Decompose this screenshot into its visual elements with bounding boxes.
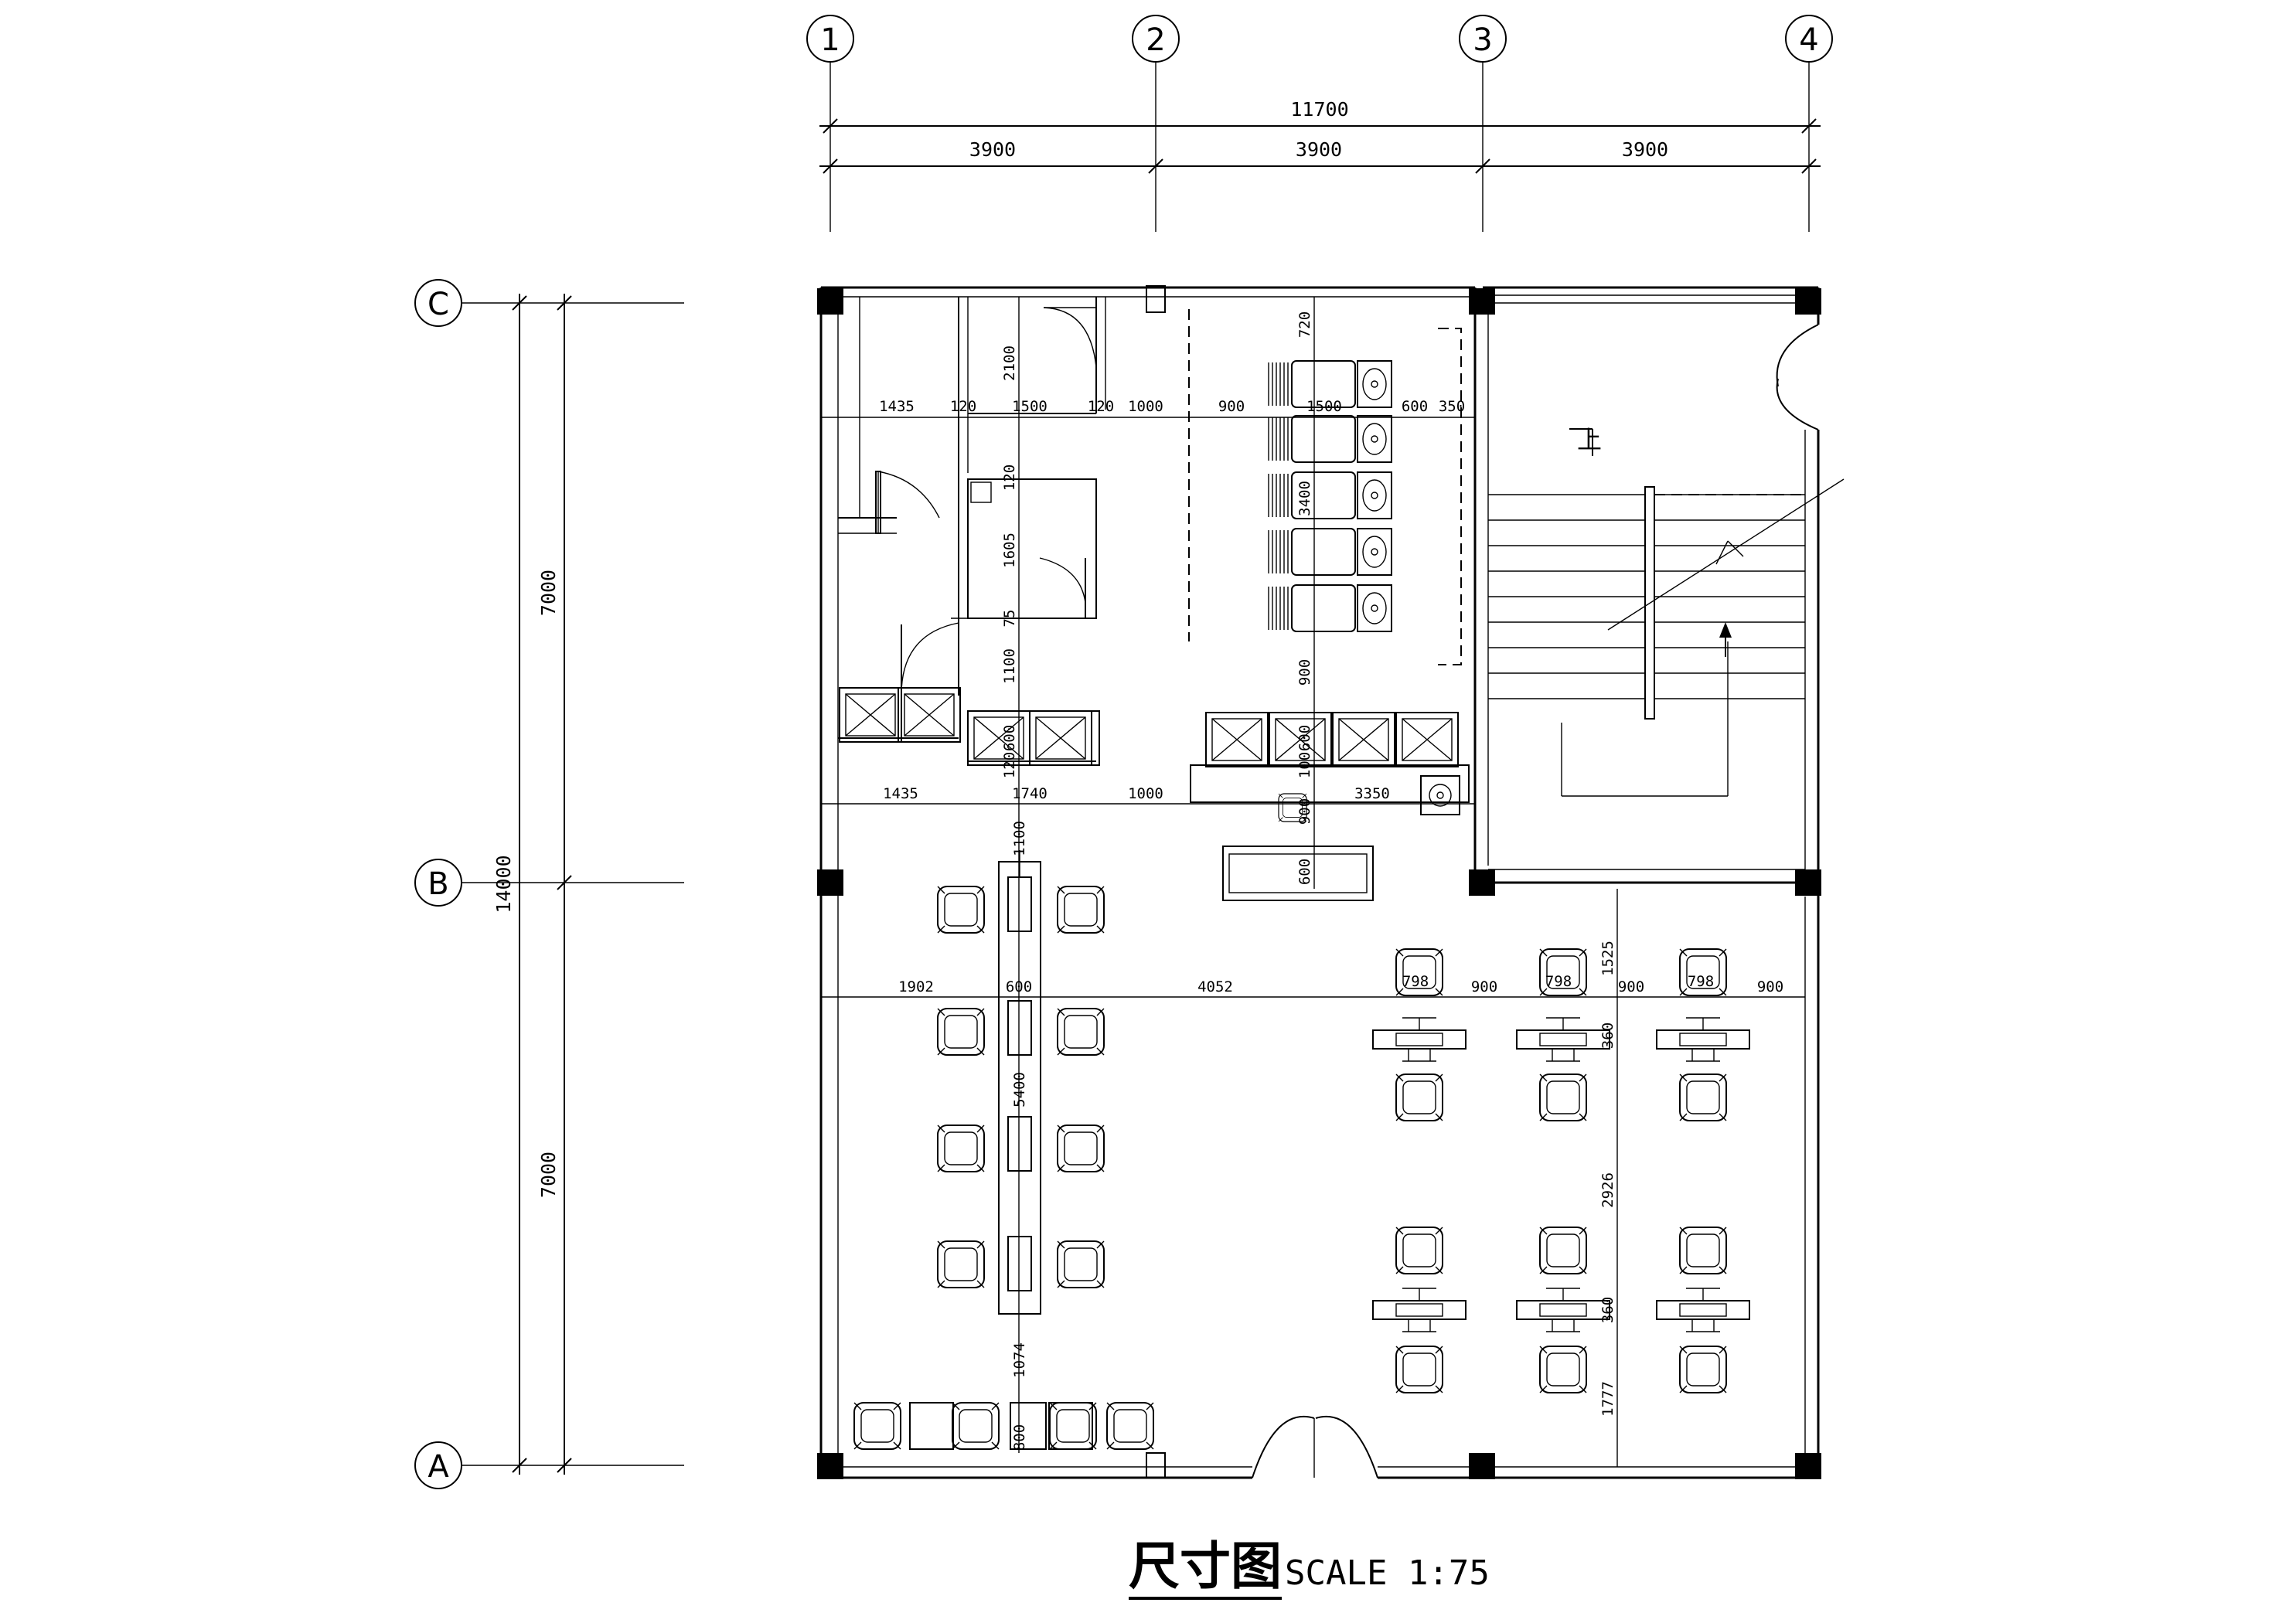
dim-u1-5: 900 [1218, 398, 1245, 415]
stair-up-label: 上 [1577, 425, 1602, 454]
dim-lt-3: 800 [1011, 1424, 1028, 1451]
stair-door [1776, 324, 1819, 430]
dim-u2-0: 1435 [883, 785, 918, 802]
entrance-door [1252, 1415, 1378, 1478]
dim-u1-3: 120 [1088, 398, 1114, 415]
dim-mid-1: 600 [1006, 978, 1032, 995]
dim-uv-1: 120 [1001, 464, 1018, 491]
reception-desk [1222, 775, 1460, 901]
left-dimension-chain: 14000 7000 7000 [492, 294, 572, 1475]
grid-label-a: A [428, 1449, 449, 1485]
dim-mid-7: 798 [1688, 973, 1714, 990]
dim-rv-4: 1777 [1599, 1381, 1616, 1417]
grid-label-2: 2 [1146, 22, 1165, 58]
top-dimension-chain: 11700 3900 3900 3900 [819, 98, 1821, 174]
dim-row-span-2: 7000 [537, 1152, 560, 1198]
dim-uv-2: 1605 [1001, 532, 1018, 568]
grid-label-3: 3 [1473, 22, 1492, 58]
dim-u1-8: 350 [1439, 398, 1465, 415]
cabinets [839, 687, 1470, 803]
dim-u1-0: 1435 [879, 398, 915, 415]
staircase: 上 [1488, 425, 1845, 797]
dim-uv-3: 75 [1001, 610, 1018, 628]
structural-columns [817, 285, 1821, 1479]
grid-label-c: C [428, 287, 449, 322]
dim-u1-7: 600 [1402, 398, 1428, 415]
grid-label-b: B [428, 866, 448, 902]
grid-bubbles-top: 1 2 3 4 [806, 15, 1833, 232]
mid-dimensions: 1902 600 4052 798 900 798 900 798 900 [898, 973, 1783, 995]
dim-wv-5: 900 [1296, 798, 1313, 825]
dim-bay-2: 3900 [1296, 138, 1342, 161]
dim-mid-0: 1902 [898, 978, 934, 995]
dim-uv-4: 1100 [1001, 648, 1018, 684]
grid-label-1: 1 [820, 22, 840, 58]
dim-u1-1: 120 [950, 398, 976, 415]
wash-stations [1188, 309, 1462, 665]
drawing-title: 尺寸图 [1129, 1541, 1282, 1600]
dim-lt-2: 1074 [1011, 1342, 1028, 1378]
dim-uv-5: 600 [1001, 725, 1018, 751]
dim-mid-3: 798 [1402, 973, 1429, 990]
dim-rv-1: 360 [1599, 1022, 1616, 1049]
dim-wv-1: 3400 [1296, 481, 1313, 516]
exterior-walls [819, 286, 1820, 1479]
dim-wv-2: 900 [1296, 659, 1313, 686]
dim-u2-3: 3350 [1354, 785, 1390, 802]
dim-lt-0: 1100 [1011, 821, 1028, 856]
dim-u2-1: 1740 [1012, 785, 1048, 802]
dim-rv-3: 360 [1599, 1297, 1616, 1323]
dim-lt-1: 5400 [1011, 1072, 1028, 1108]
dim-desk-vertical: 600 [1296, 859, 1313, 885]
dim-bay-1: 3900 [969, 138, 1016, 161]
dim-rv-0: 1525 [1599, 941, 1616, 976]
styling-stations: 1525 360 2926 360 1777 [1372, 941, 1750, 1417]
grid-label-4: 4 [1799, 22, 1818, 58]
dim-total-height: 14000 [492, 855, 515, 913]
waiting-seats [853, 1402, 1154, 1450]
dim-mid-8: 900 [1757, 978, 1783, 995]
upper-left-rooms [838, 297, 1106, 762]
dim-bay-3: 3900 [1622, 138, 1668, 161]
dim-u1-2: 1500 [1012, 398, 1048, 415]
grid-bubbles-left: C B A [414, 279, 684, 1489]
drawing-title-block: 尺寸图 SCALE 1:75 [1129, 1530, 1490, 1600]
dim-rv-2: 2926 [1599, 1172, 1616, 1208]
long-table: 1100 5400 1074 800 [937, 821, 1105, 1451]
dim-u2-2: 1000 [1128, 785, 1163, 802]
dim-row-span-1: 7000 [537, 570, 560, 616]
dim-mid-6: 900 [1618, 978, 1644, 995]
drawing-scale: SCALE 1:75 [1285, 1553, 1490, 1593]
dim-uv-0: 2100 [1001, 345, 1018, 381]
dim-mid-4: 900 [1471, 978, 1497, 995]
dim-total-width: 11700 [1290, 98, 1348, 121]
dim-wv-0: 720 [1296, 311, 1313, 338]
dim-mid-2: 4052 [1197, 978, 1233, 995]
dim-u1-4: 1000 [1128, 398, 1163, 415]
dim-mid-5: 798 [1545, 973, 1572, 990]
